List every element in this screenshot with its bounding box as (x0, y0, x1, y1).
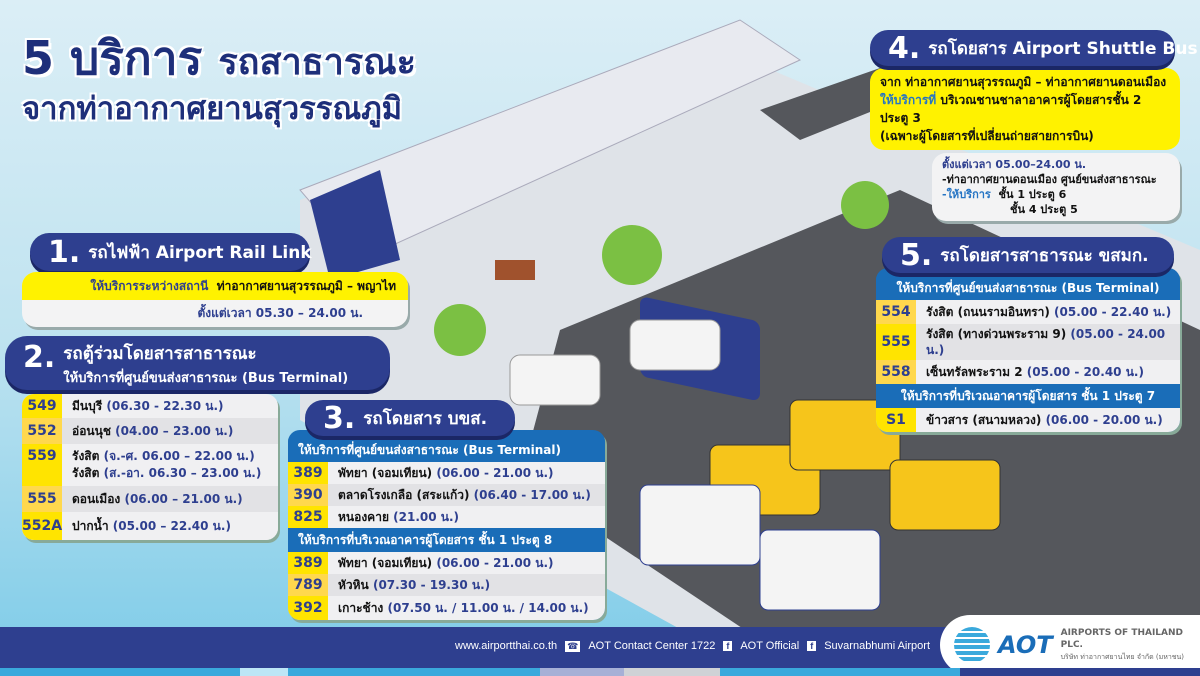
section-1-header: 1.รถไฟฟ้า Airport Rail Link (30, 233, 312, 271)
section-4-route-box: จาก ท่าอากาศยานสุวรรณภูมิ – ท่าอากาศยานด… (870, 68, 1180, 150)
section-3-header: 3.รถโดยสาร บขส. (305, 400, 515, 436)
footer-stripe (0, 668, 1200, 676)
section-5-table: ให้บริการที่ศูนย์ขนส่งสาธารณะ (Bus Termi… (876, 268, 1180, 432)
page-title: 5 บริการ รถสาธารณะ จากท่าอากาศยานสุวรรณภ… (22, 30, 416, 128)
phone-icon: ☎ (565, 640, 581, 652)
contact-center[interactable]: AOT Contact Center 1722 (588, 640, 716, 652)
section-3-table: ให้บริการที่ศูนย์ขนส่งสาธารณะ (Bus Termi… (288, 430, 605, 620)
page-title-line1: 5 บริการ รถสาธารณะ (22, 31, 416, 85)
facebook-icon: f (723, 641, 733, 651)
page-title-line2: จากท่าอากาศยานสุวรรณภูมิ (22, 90, 403, 127)
facebook-icon: f (807, 641, 817, 651)
section-5-header: 5.รถโดยสารสาธารณะ ขสมก. (882, 237, 1174, 273)
footer: www.airportthai.co.th ☎ AOT Contact Cent… (0, 615, 1200, 675)
section-4-dmk-box: ตั้งแต่เวลา 05.00–24.00 น. -ท่าอากาศยานด… (932, 153, 1180, 221)
facebook-suvarnabhumi[interactable]: Suvarnabhumi Airport (824, 640, 930, 652)
website-link[interactable]: www.airportthai.co.th (455, 640, 558, 652)
facebook-aot-official[interactable]: AOT Official (740, 640, 800, 652)
section-4-header: 4.รถโดยสาร Airport Shuttle Bus (870, 30, 1198, 66)
section-2-header: 2.รถตู้ร่วมโดยสารสาธารณะให้บริการที่ศูนย… (5, 336, 390, 390)
section-1-box: ให้บริการระหว่างสถานี ท่าอากาศยานสุวรรณภ… (22, 272, 408, 327)
aot-logo-area: AOT AIRPORTS OF THAILAND PLC.บริษัท ท่าอ… (940, 615, 1200, 675)
aot-logo-icon (954, 627, 990, 663)
section-4-content: จาก ท่าอากาศยานสุวรรณภูมิ – ท่าอากาศยานด… (870, 68, 1180, 221)
